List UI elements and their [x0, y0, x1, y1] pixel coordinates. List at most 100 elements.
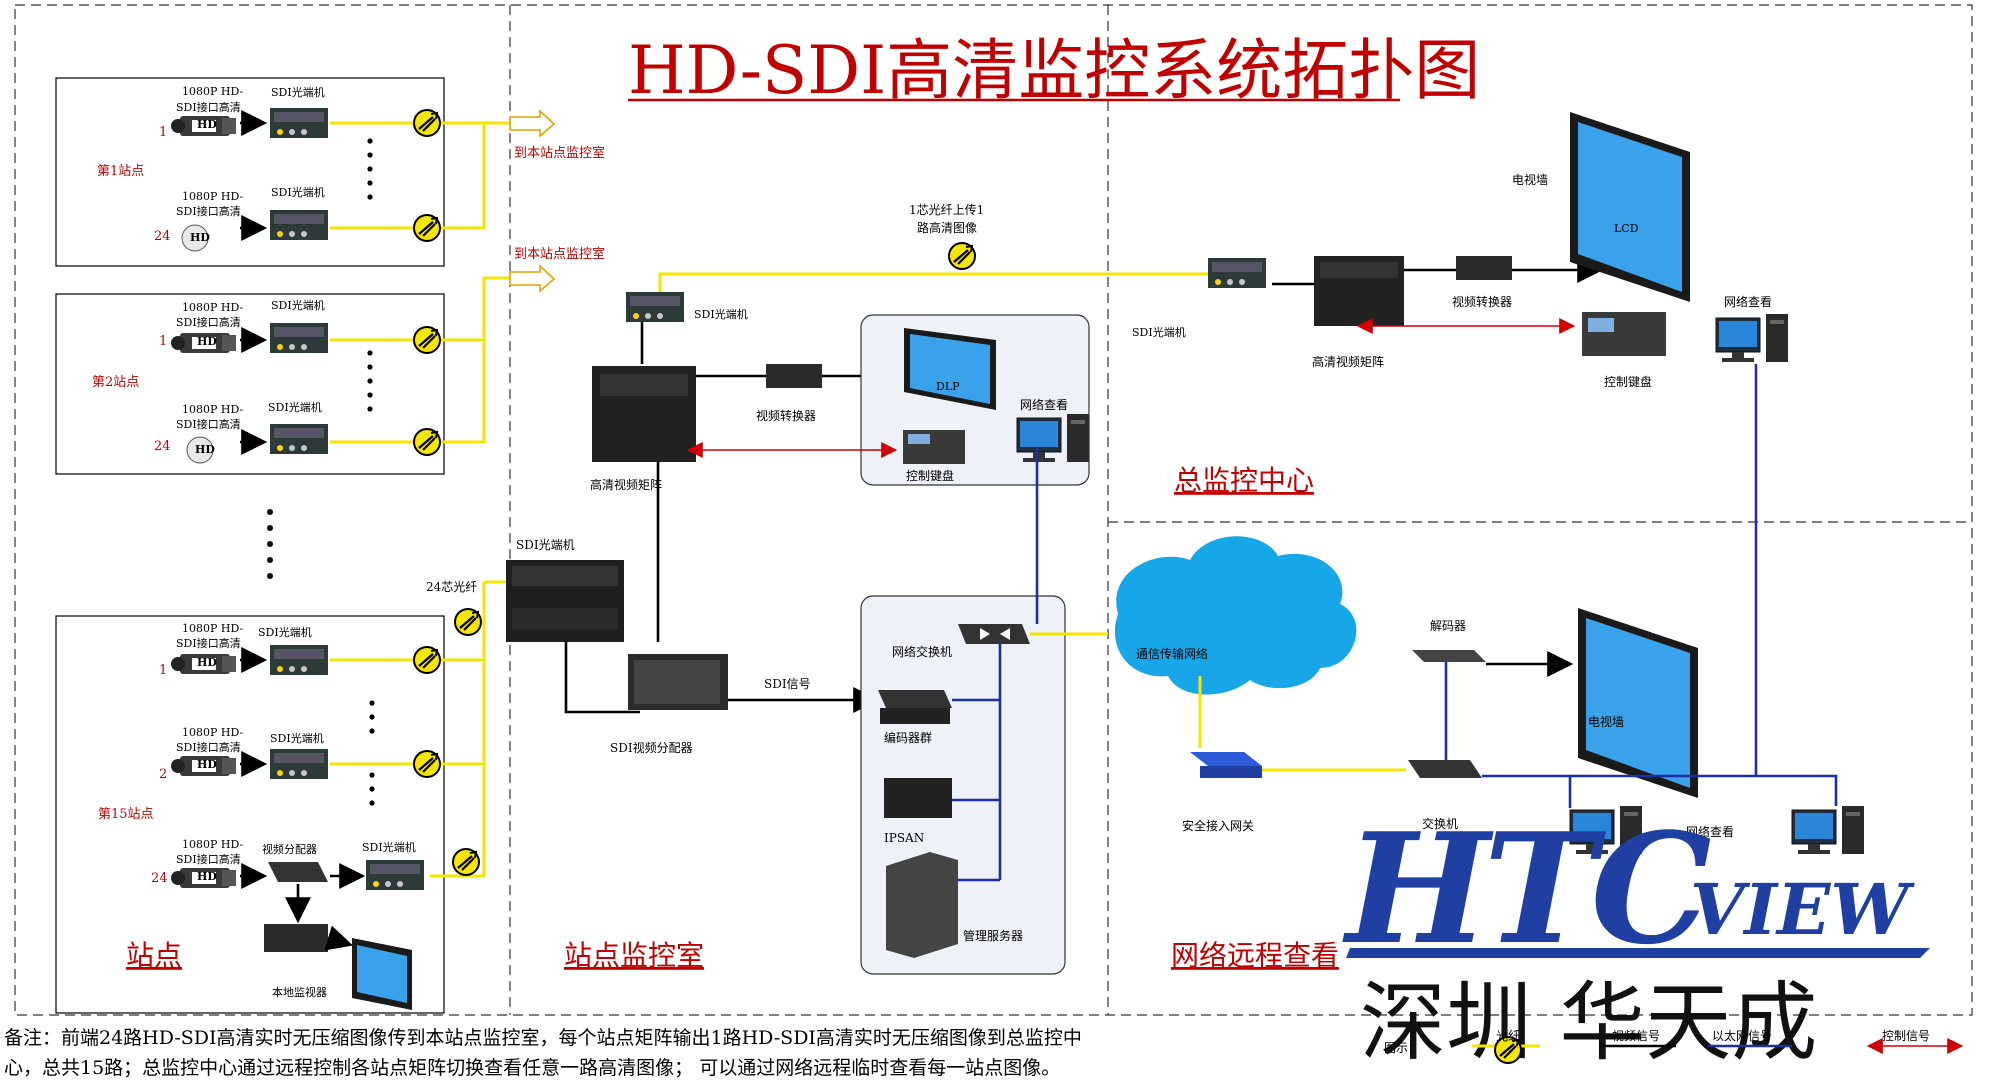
to-room-label: 到本站点监控室	[514, 145, 605, 161]
legend-fiber: 光纤	[1496, 1029, 1520, 1043]
fiber1-label-2: 路高清图像	[917, 220, 977, 235]
opt-label: SDI光端机	[694, 307, 748, 321]
local-monitor-screen	[357, 945, 407, 1003]
center-net-view-label: 网络查看	[1724, 294, 1772, 309]
center-kb-label: 控制键盘	[1604, 374, 1652, 389]
opt-label: SDI光端机	[271, 298, 325, 312]
legend-video: 视频信号	[1612, 1028, 1660, 1043]
ellipsis-dot	[367, 152, 373, 158]
cam-number: 24	[154, 229, 171, 244]
note-line-1: 备注：前端24路HD-SDI高清实时无压缩图像传到本站点监控室，每个站点矩阵输出…	[4, 1027, 1082, 1049]
ellipsis-dot	[369, 786, 375, 792]
distributor-ports	[634, 660, 720, 704]
logo-sub: VIEW	[1690, 868, 1915, 951]
station-2-label: 第2站点	[92, 375, 139, 390]
gateway-base	[1200, 766, 1262, 778]
sdi-optical-icon	[366, 860, 424, 890]
server-label: 管理服务器	[963, 928, 1023, 943]
cam-text: 1080P HD-	[182, 190, 244, 203]
fiber-icon	[412, 749, 442, 779]
outer-border	[14, 4, 1973, 1016]
legend-title: 图示：	[1384, 1041, 1420, 1055]
local-converter-icon	[264, 924, 328, 952]
ellipsis-dot	[267, 509, 273, 515]
sdi-opt-big-label: SDI光端机	[516, 538, 575, 552]
region-site-room: 站点监控室	[564, 939, 704, 972]
decoder-label: 解码器	[1430, 619, 1466, 633]
opt-label: SDI光端机	[271, 185, 325, 199]
fiber-uplink	[658, 272, 1218, 292]
gateway-icon	[1190, 752, 1262, 766]
video-link	[564, 642, 640, 714]
tv-wall-label: 电视墙	[1512, 172, 1548, 187]
ellipsis-dot	[367, 180, 373, 186]
region-remote: 网络远程查看	[1171, 939, 1339, 972]
opt-label: SDI光端机	[258, 625, 312, 639]
logo-swoosh	[1346, 948, 1930, 958]
fiber-icon	[412, 325, 442, 355]
remote-net-view-label: 网络查看	[1686, 824, 1734, 839]
dlp-label: DLP	[936, 380, 960, 393]
ellipsis-dot	[267, 573, 273, 579]
ellipsis-dot	[369, 772, 375, 778]
ipsan-label: IPSAN	[884, 831, 924, 845]
hd-badge: HD	[197, 335, 217, 348]
sdi-optical-icon	[626, 292, 684, 322]
sdi-optical-icon	[270, 323, 328, 353]
network-cloud-icon	[1114, 536, 1357, 695]
dome-camera-icon	[181, 224, 209, 252]
ellipsis-dot	[267, 557, 273, 563]
fiber-icon	[947, 241, 977, 271]
lcd-label: LCD	[1614, 222, 1639, 235]
hd-badge: HD	[197, 656, 217, 669]
hd-badge: HD	[197, 758, 217, 771]
dome-camera-icon	[186, 436, 214, 464]
video-converter-icon	[1456, 256, 1512, 280]
fiber-line	[482, 276, 510, 340]
encoder-base	[880, 708, 950, 724]
sdi-optical-icon	[270, 210, 328, 240]
ellipsis-dot	[367, 406, 373, 412]
sdi-optical-icon	[1208, 258, 1266, 288]
ellipsis-dot	[267, 525, 273, 531]
tv-wall-icon	[1570, 112, 1690, 302]
station-1-box	[55, 77, 445, 267]
center-conv-label: 视频转换器	[1452, 294, 1512, 309]
ellipsis-dot	[369, 800, 375, 806]
fiber24-label: 24芯光纤	[426, 580, 477, 594]
net-view-label: 网络查看	[1020, 397, 1068, 412]
station-1-label: 第1站点	[97, 164, 144, 179]
fiber-line	[330, 121, 486, 230]
cam-text: SDI接口高清	[176, 100, 241, 114]
to-room-label: 到本站点监控室	[514, 246, 605, 262]
cam-number: 2	[159, 767, 167, 782]
matrix-label: 高清视频矩阵	[590, 477, 662, 492]
video-split-label: 视频分配器	[262, 842, 317, 856]
ipsan-icon	[884, 778, 952, 818]
cam-text: SDI接口高清	[176, 417, 241, 431]
fiber-line	[330, 658, 486, 878]
rack-panel	[512, 566, 618, 586]
region-site: 站点	[126, 939, 182, 972]
cam-text: SDI接口高清	[176, 740, 241, 754]
hd-badge: HD	[190, 231, 210, 244]
station-15-label: 第15站点	[98, 807, 154, 822]
ellipsis-dot	[369, 728, 375, 734]
cam-number: 24	[154, 439, 171, 454]
opt-label: SDI光端机	[271, 85, 325, 99]
ellipsis-dot	[367, 392, 373, 398]
legend-ethernet: 以太网信号	[1712, 1028, 1772, 1043]
opt-label: SDI光端机	[1132, 325, 1186, 339]
ellipsis-dot	[367, 194, 373, 200]
fiber-icon	[412, 427, 442, 457]
remote-tv-icon	[1578, 608, 1698, 798]
video-arrow	[324, 925, 353, 951]
fiber1-label-1: 1芯光纤上传1	[909, 202, 984, 217]
ethernet-line	[1482, 774, 1838, 806]
keyboard-screen	[908, 434, 930, 444]
switch-icon	[1408, 760, 1482, 778]
local-monitor-label: 本地监视器	[272, 985, 327, 999]
matrix-panel	[600, 374, 688, 396]
switch-label: 交换机	[1422, 816, 1458, 831]
